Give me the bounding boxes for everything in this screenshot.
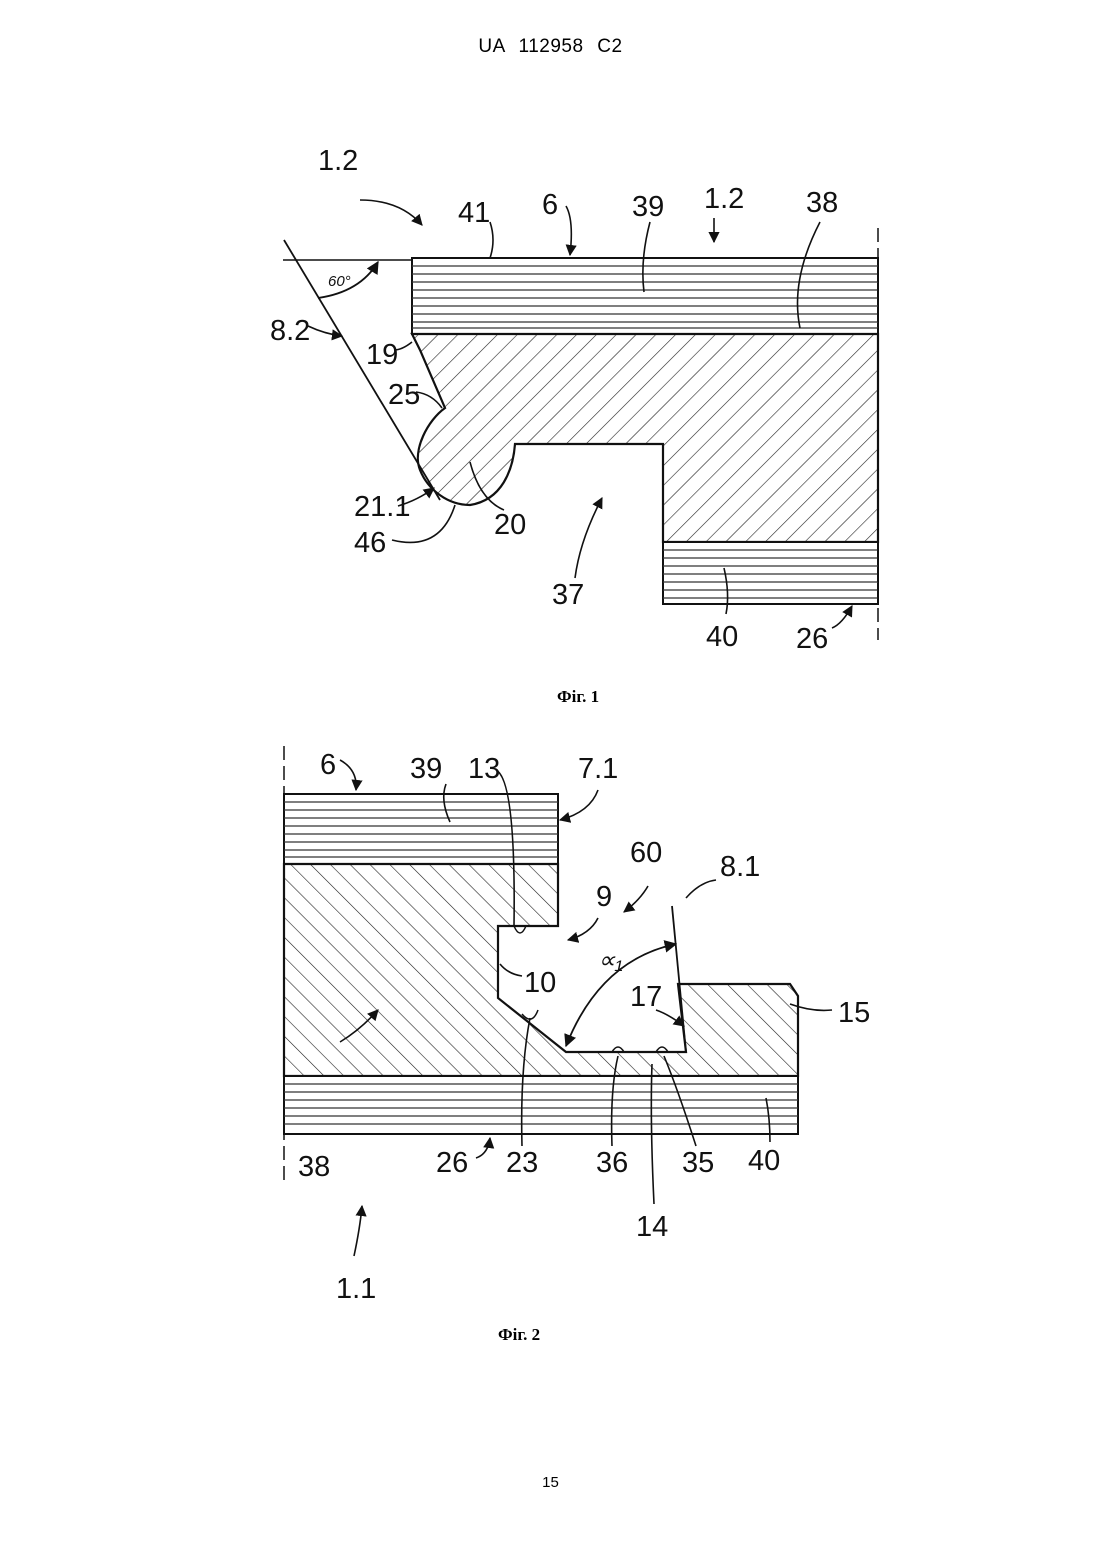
- figure-2-caption: Фіг. 2: [498, 1325, 540, 1345]
- label-60: 60: [630, 837, 662, 869]
- label-41: 41: [458, 197, 490, 229]
- label-39: 39: [632, 191, 664, 223]
- label-21-1: 21.1: [354, 491, 410, 523]
- label-15: 15: [838, 997, 870, 1029]
- label-6: 6: [320, 749, 336, 781]
- label-39: 39: [410, 753, 442, 785]
- label-20: 20: [494, 509, 526, 541]
- top-layer-39: [284, 794, 558, 864]
- page-number: 15: [0, 1474, 1101, 1491]
- label-19: 19: [366, 339, 398, 371]
- label-7-1: 7.1: [578, 753, 618, 785]
- label-1-2-top-left: 1.2: [318, 145, 358, 177]
- leader-37: [575, 498, 602, 578]
- label-46: 46: [354, 527, 386, 559]
- bottom-layer-40: [284, 1076, 798, 1134]
- document-number-header: UA 112958 C2: [0, 36, 1101, 58]
- label-26: 26: [436, 1147, 468, 1179]
- leader-9: [568, 918, 598, 940]
- figure-1-caption: Фіг. 1: [557, 687, 599, 707]
- figure-1-drawing: 1.2 41 6 39 1.2 38 60° 8.2 19 25 21.1 46…: [0, 140, 1101, 670]
- label-8-2: 8.2: [270, 315, 310, 347]
- label-9: 9: [596, 881, 612, 913]
- top-layer-39: [412, 258, 878, 334]
- bottom-layer-40: [663, 542, 878, 604]
- leader-26: [832, 606, 852, 628]
- label-1-1: 1.1: [336, 1273, 376, 1305]
- label-38: 38: [298, 1151, 330, 1183]
- label-8-1: 8.1: [720, 851, 760, 883]
- label-40: 40: [706, 621, 738, 653]
- label-10: 10: [524, 967, 556, 999]
- leader-60: [624, 886, 648, 912]
- inclined-line-8-1: [672, 906, 686, 1052]
- leader-1-1: [354, 1206, 362, 1256]
- leader-1-2-a: [360, 200, 422, 225]
- label-alpha: ∝₁: [598, 947, 623, 974]
- leader-6: [340, 760, 356, 790]
- label-38: 38: [806, 187, 838, 219]
- label-17: 17: [630, 981, 662, 1013]
- label-60-degrees: 60°: [328, 273, 351, 290]
- leader-26: [476, 1138, 490, 1158]
- label-1-2-top-right: 1.2: [704, 183, 744, 215]
- label-35: 35: [682, 1147, 714, 1179]
- label-13: 13: [468, 753, 500, 785]
- leader-6: [566, 206, 571, 255]
- label-14: 14: [636, 1211, 668, 1243]
- label-36: 36: [596, 1147, 628, 1179]
- leader-41: [490, 222, 493, 258]
- label-40: 40: [748, 1145, 780, 1177]
- label-23: 23: [506, 1147, 538, 1179]
- leader-8-1: [686, 880, 716, 898]
- leader-10: [500, 964, 522, 976]
- label-37: 37: [552, 579, 584, 611]
- figure-2-drawing: 6 39 13 7.1 60 8.1 9 ∝₁ 10 17 15 38 26 2…: [0, 740, 1101, 1310]
- core-38: [412, 334, 878, 542]
- leader-7-1: [560, 790, 598, 820]
- label-6: 6: [542, 189, 558, 221]
- label-26: 26: [796, 623, 828, 655]
- label-25: 25: [388, 379, 420, 411]
